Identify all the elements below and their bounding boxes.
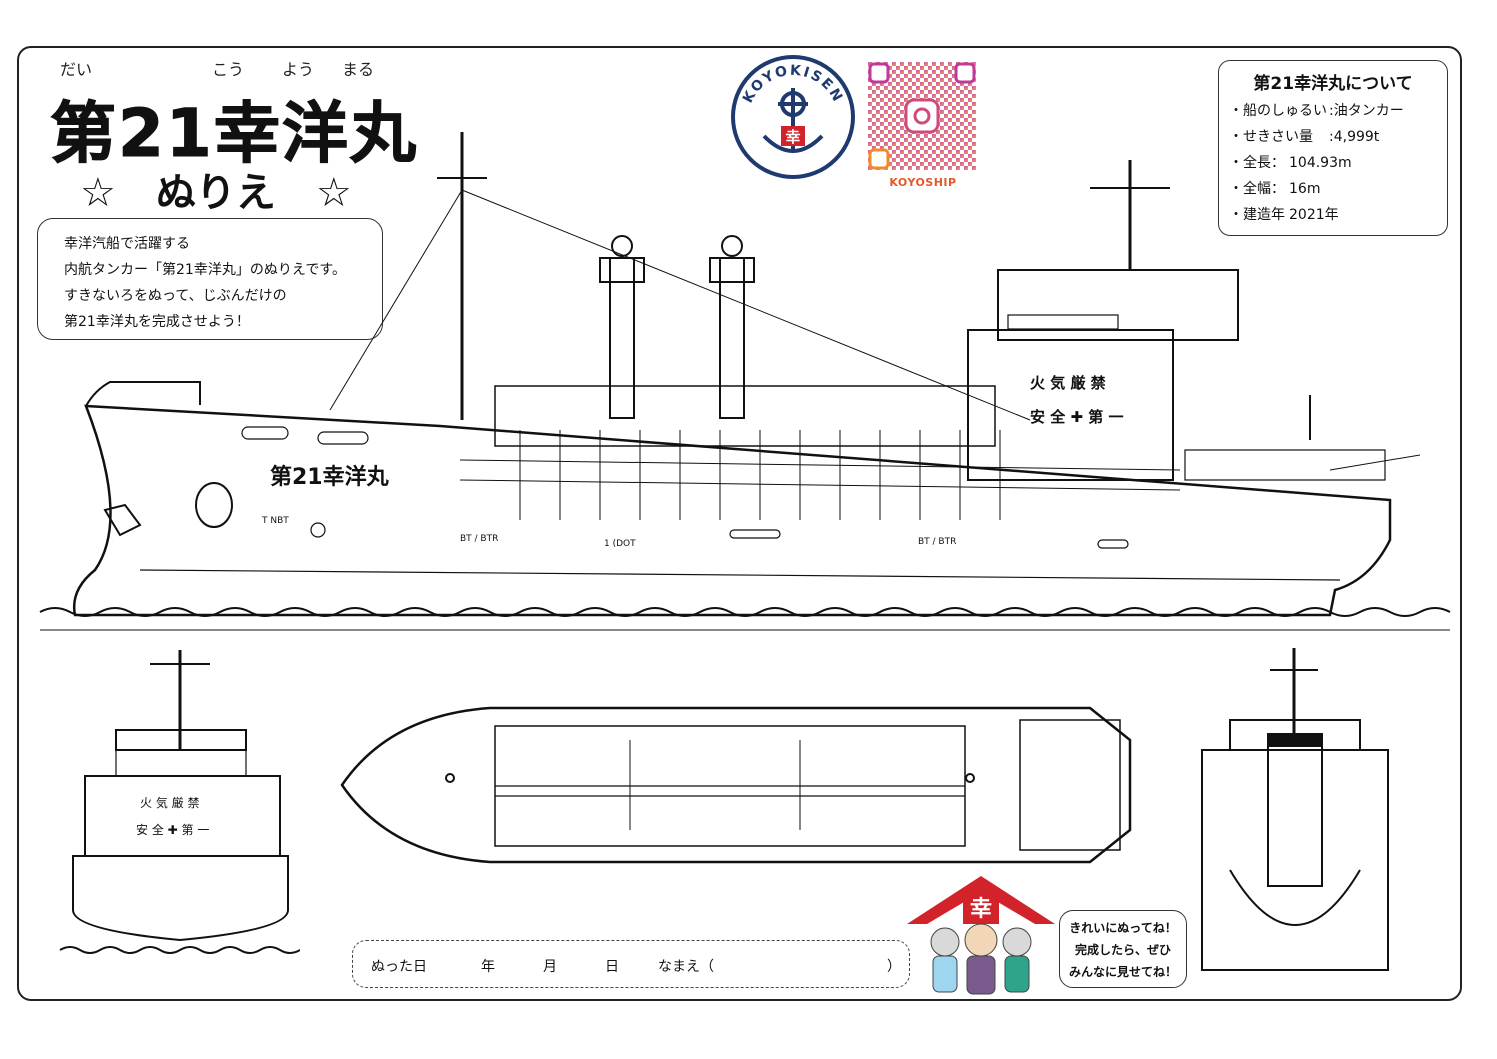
- info-heading: 第21幸洋丸について: [1253, 74, 1413, 94]
- hull-marking: BT / BTR: [460, 534, 498, 544]
- form-name-label: なまえ（: [658, 959, 714, 975]
- form-month-label: 月: [543, 959, 557, 975]
- page-subtitle: ☆ ぬりえ ☆: [80, 170, 352, 216]
- hull: [72, 404, 1392, 617]
- ship-info-box: 第21幸洋丸について ・船のしゅるい:油タンカー ・せきさい量:4,999t ・…: [1218, 60, 1448, 236]
- hull-name: 第21幸洋丸: [270, 464, 390, 490]
- hull-marking: 1 (DOT: [604, 539, 636, 549]
- intro-line: 幸洋汽船で活躍する: [64, 236, 190, 252]
- instagram-icon: [904, 98, 940, 134]
- ship-top-view: [340, 706, 1132, 864]
- hull-marking: T NBT: [261, 516, 289, 526]
- form-day-label: 日: [605, 959, 619, 975]
- house-emblem: 幸: [970, 896, 992, 922]
- hull-marking: BT / BTR: [918, 537, 956, 547]
- koyokisen-logo: KOYOKISEN 幸: [731, 55, 855, 179]
- ship-rear-view: [1201, 648, 1389, 971]
- ship-side-view: 第21幸洋丸 T NBT BT / BTR 1 (DOT BT / BTR 火 …: [39, 132, 1451, 631]
- ruby-kou: こう: [212, 60, 245, 79]
- name-date-form[interactable]: ぬった日 年 月 日 なまえ（ ）: [352, 940, 910, 988]
- logo-emblem: 幸: [785, 128, 800, 146]
- mascot-character-left: [930, 927, 960, 993]
- front-sign: 安 全 ✚ 第 一: [136, 822, 209, 837]
- ruby-you: よう: [282, 60, 315, 79]
- ship-front-view: 火 気 厳 禁 安 全 ✚ 第 一: [59, 650, 300, 954]
- info-row: ・全長：104.93m: [1229, 155, 1352, 171]
- mascot-character-center: [964, 923, 998, 995]
- intro-line: すきないろをぬって、じぶんだけの: [64, 288, 287, 304]
- info-row: ・船のしゅるい:油タンカー: [1229, 103, 1404, 119]
- front-sign: 火 気 厳 禁: [140, 795, 199, 810]
- bridge-sign: 安 全 ✚ 第 一: [1030, 408, 1123, 426]
- page-title: 第21幸洋丸: [50, 95, 418, 173]
- mascot-character-right: [1002, 927, 1032, 993]
- intro-box: 幸洋汽船で活躍する 内航タンカー「第21幸洋丸」のぬりえです。 すきないろをぬっ…: [37, 218, 383, 340]
- bridge-sign: 火 気 厳 禁: [1030, 374, 1106, 392]
- qr-code[interactable]: [868, 62, 976, 174]
- ruby-dai: だい: [60, 60, 93, 79]
- intro-line: 第21幸洋丸を完成させよう！: [64, 314, 250, 330]
- info-row: ・せきさい量:4,999t: [1229, 129, 1380, 145]
- mascot-group: 幸: [907, 876, 1055, 995]
- info-row: ・全幅：16m: [1229, 181, 1321, 197]
- page-frame: [17, 46, 1462, 1001]
- form-year-label: 年: [481, 959, 495, 975]
- intro-line: 内航タンカー「第21幸洋丸」のぬりえです。: [64, 262, 346, 278]
- qr-label: KOYOSHIP: [889, 176, 957, 189]
- ruby-maru: まる: [342, 60, 375, 79]
- speech-bubble: きれいにぬってね！ 完成したら、ぜひ みんなに見せてね！: [1059, 910, 1187, 988]
- form-date-label: ぬった日: [371, 959, 427, 975]
- form-name-close: ）: [887, 959, 901, 975]
